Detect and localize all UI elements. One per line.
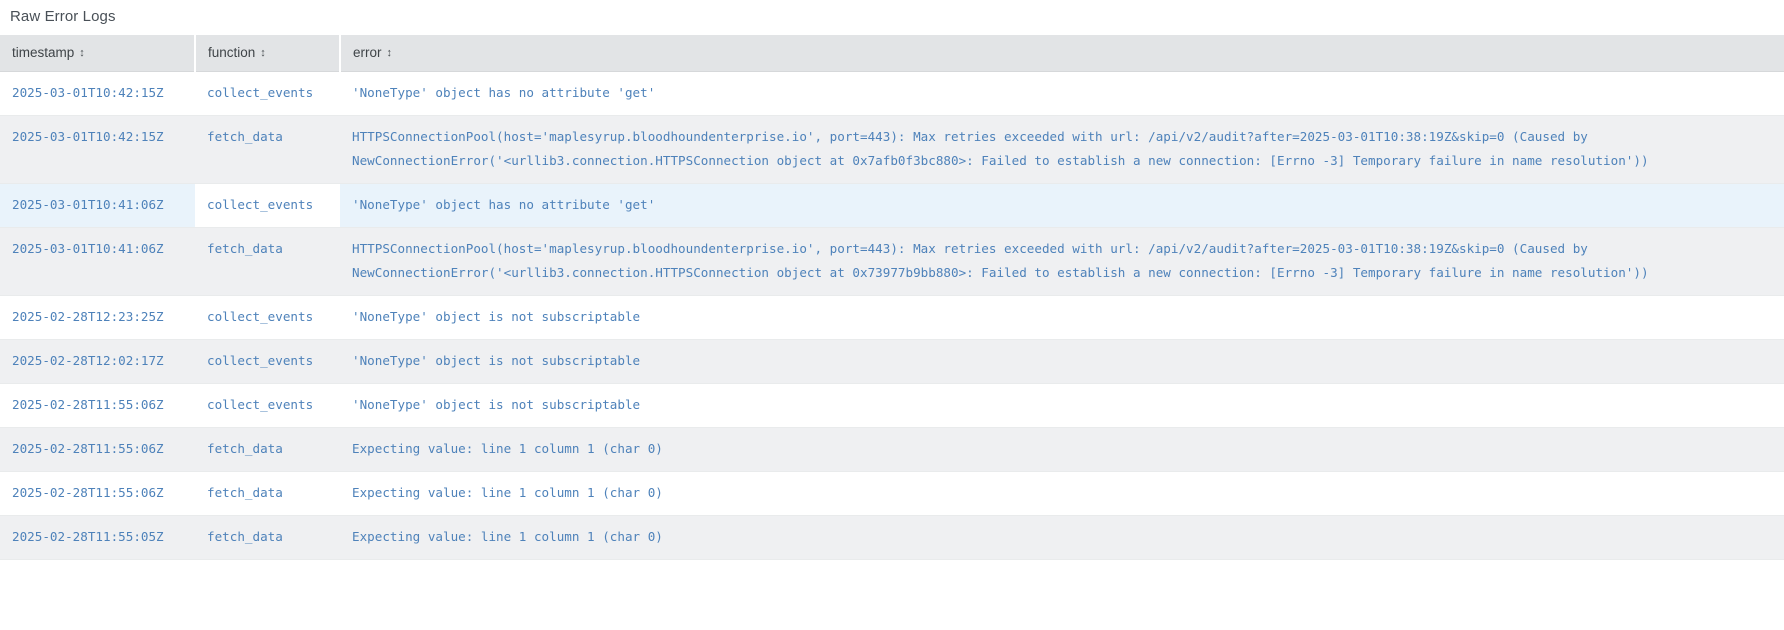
cell-timestamp: 2025-02-28T11:55:06Z bbox=[0, 427, 195, 472]
column-header-error-label: error bbox=[353, 45, 382, 60]
cell-error: Expecting value: line 1 column 1 (char 0… bbox=[340, 515, 1784, 560]
column-header-function[interactable]: function ↕ bbox=[195, 35, 341, 72]
cell-error: 'NoneType' object is not subscriptable bbox=[340, 383, 1784, 428]
cell-timestamp: 2025-03-01T10:41:06Z bbox=[0, 183, 195, 228]
table-header-row: timestamp ↕ function ↕ error ↕ bbox=[0, 35, 1784, 72]
cell-function[interactable]: fetch_data bbox=[195, 471, 340, 516]
column-header-error[interactable]: error ↕ bbox=[340, 35, 1784, 72]
column-header-timestamp[interactable]: timestamp ↕ bbox=[0, 35, 196, 72]
column-header-function-label: function bbox=[208, 45, 256, 60]
cell-error: HTTPSConnectionPool(host='maplesyrup.blo… bbox=[340, 115, 1784, 184]
cell-function[interactable]: collect_events bbox=[195, 383, 340, 428]
sort-toggle-icon[interactable]: ↕ bbox=[260, 47, 266, 59]
cell-timestamp: 2025-03-01T10:42:15Z bbox=[0, 71, 195, 116]
cell-timestamp: 2025-02-28T12:23:25Z bbox=[0, 295, 195, 340]
column-header-timestamp-label: timestamp bbox=[12, 45, 75, 60]
cell-error: Expecting value: line 1 column 1 (char 0… bbox=[340, 471, 1784, 516]
cell-error: 'NoneType' object has no attribute 'get' bbox=[340, 183, 1784, 228]
cell-error: Expecting value: line 1 column 1 (char 0… bbox=[340, 427, 1784, 472]
cell-function[interactable]: fetch_data bbox=[195, 427, 340, 472]
cell-function[interactable]: fetch_data bbox=[195, 115, 340, 184]
cell-error: HTTPSConnectionPool(host='maplesyrup.blo… bbox=[340, 227, 1784, 296]
cell-timestamp: 2025-03-01T10:41:06Z bbox=[0, 227, 195, 296]
error-logs-table: timestamp ↕ function ↕ error ↕ 2025-03-01T1… bbox=[0, 35, 1784, 560]
cell-timestamp: 2025-03-01T10:42:15Z bbox=[0, 115, 195, 184]
cell-timestamp: 2025-02-28T12:02:17Z bbox=[0, 339, 195, 384]
cell-function[interactable]: fetch_data bbox=[195, 227, 340, 296]
cell-function[interactable]: collect_events bbox=[195, 183, 340, 228]
cell-timestamp: 2025-02-28T11:55:05Z bbox=[0, 515, 195, 560]
cell-function[interactable]: collect_events bbox=[195, 339, 340, 384]
table-header: timestamp ↕ function ↕ error ↕ bbox=[0, 35, 1784, 72]
cell-timestamp: 2025-02-28T11:55:06Z bbox=[0, 471, 195, 516]
cell-timestamp: 2025-02-28T11:55:06Z bbox=[0, 383, 195, 428]
cell-function[interactable]: collect_events bbox=[195, 295, 340, 340]
page-title: Raw Error Logs bbox=[10, 8, 116, 25]
cell-error: 'NoneType' object is not subscriptable bbox=[340, 339, 1784, 384]
cell-error: 'NoneType' object has no attribute 'get' bbox=[340, 71, 1784, 116]
sort-toggle-icon[interactable]: ↕ bbox=[79, 47, 85, 59]
cell-error: 'NoneType' object is not subscriptable bbox=[340, 295, 1784, 340]
cell-function[interactable]: fetch_data bbox=[195, 515, 340, 560]
sort-toggle-icon[interactable]: ↕ bbox=[386, 47, 393, 59]
cell-function[interactable]: collect_events bbox=[195, 71, 340, 116]
